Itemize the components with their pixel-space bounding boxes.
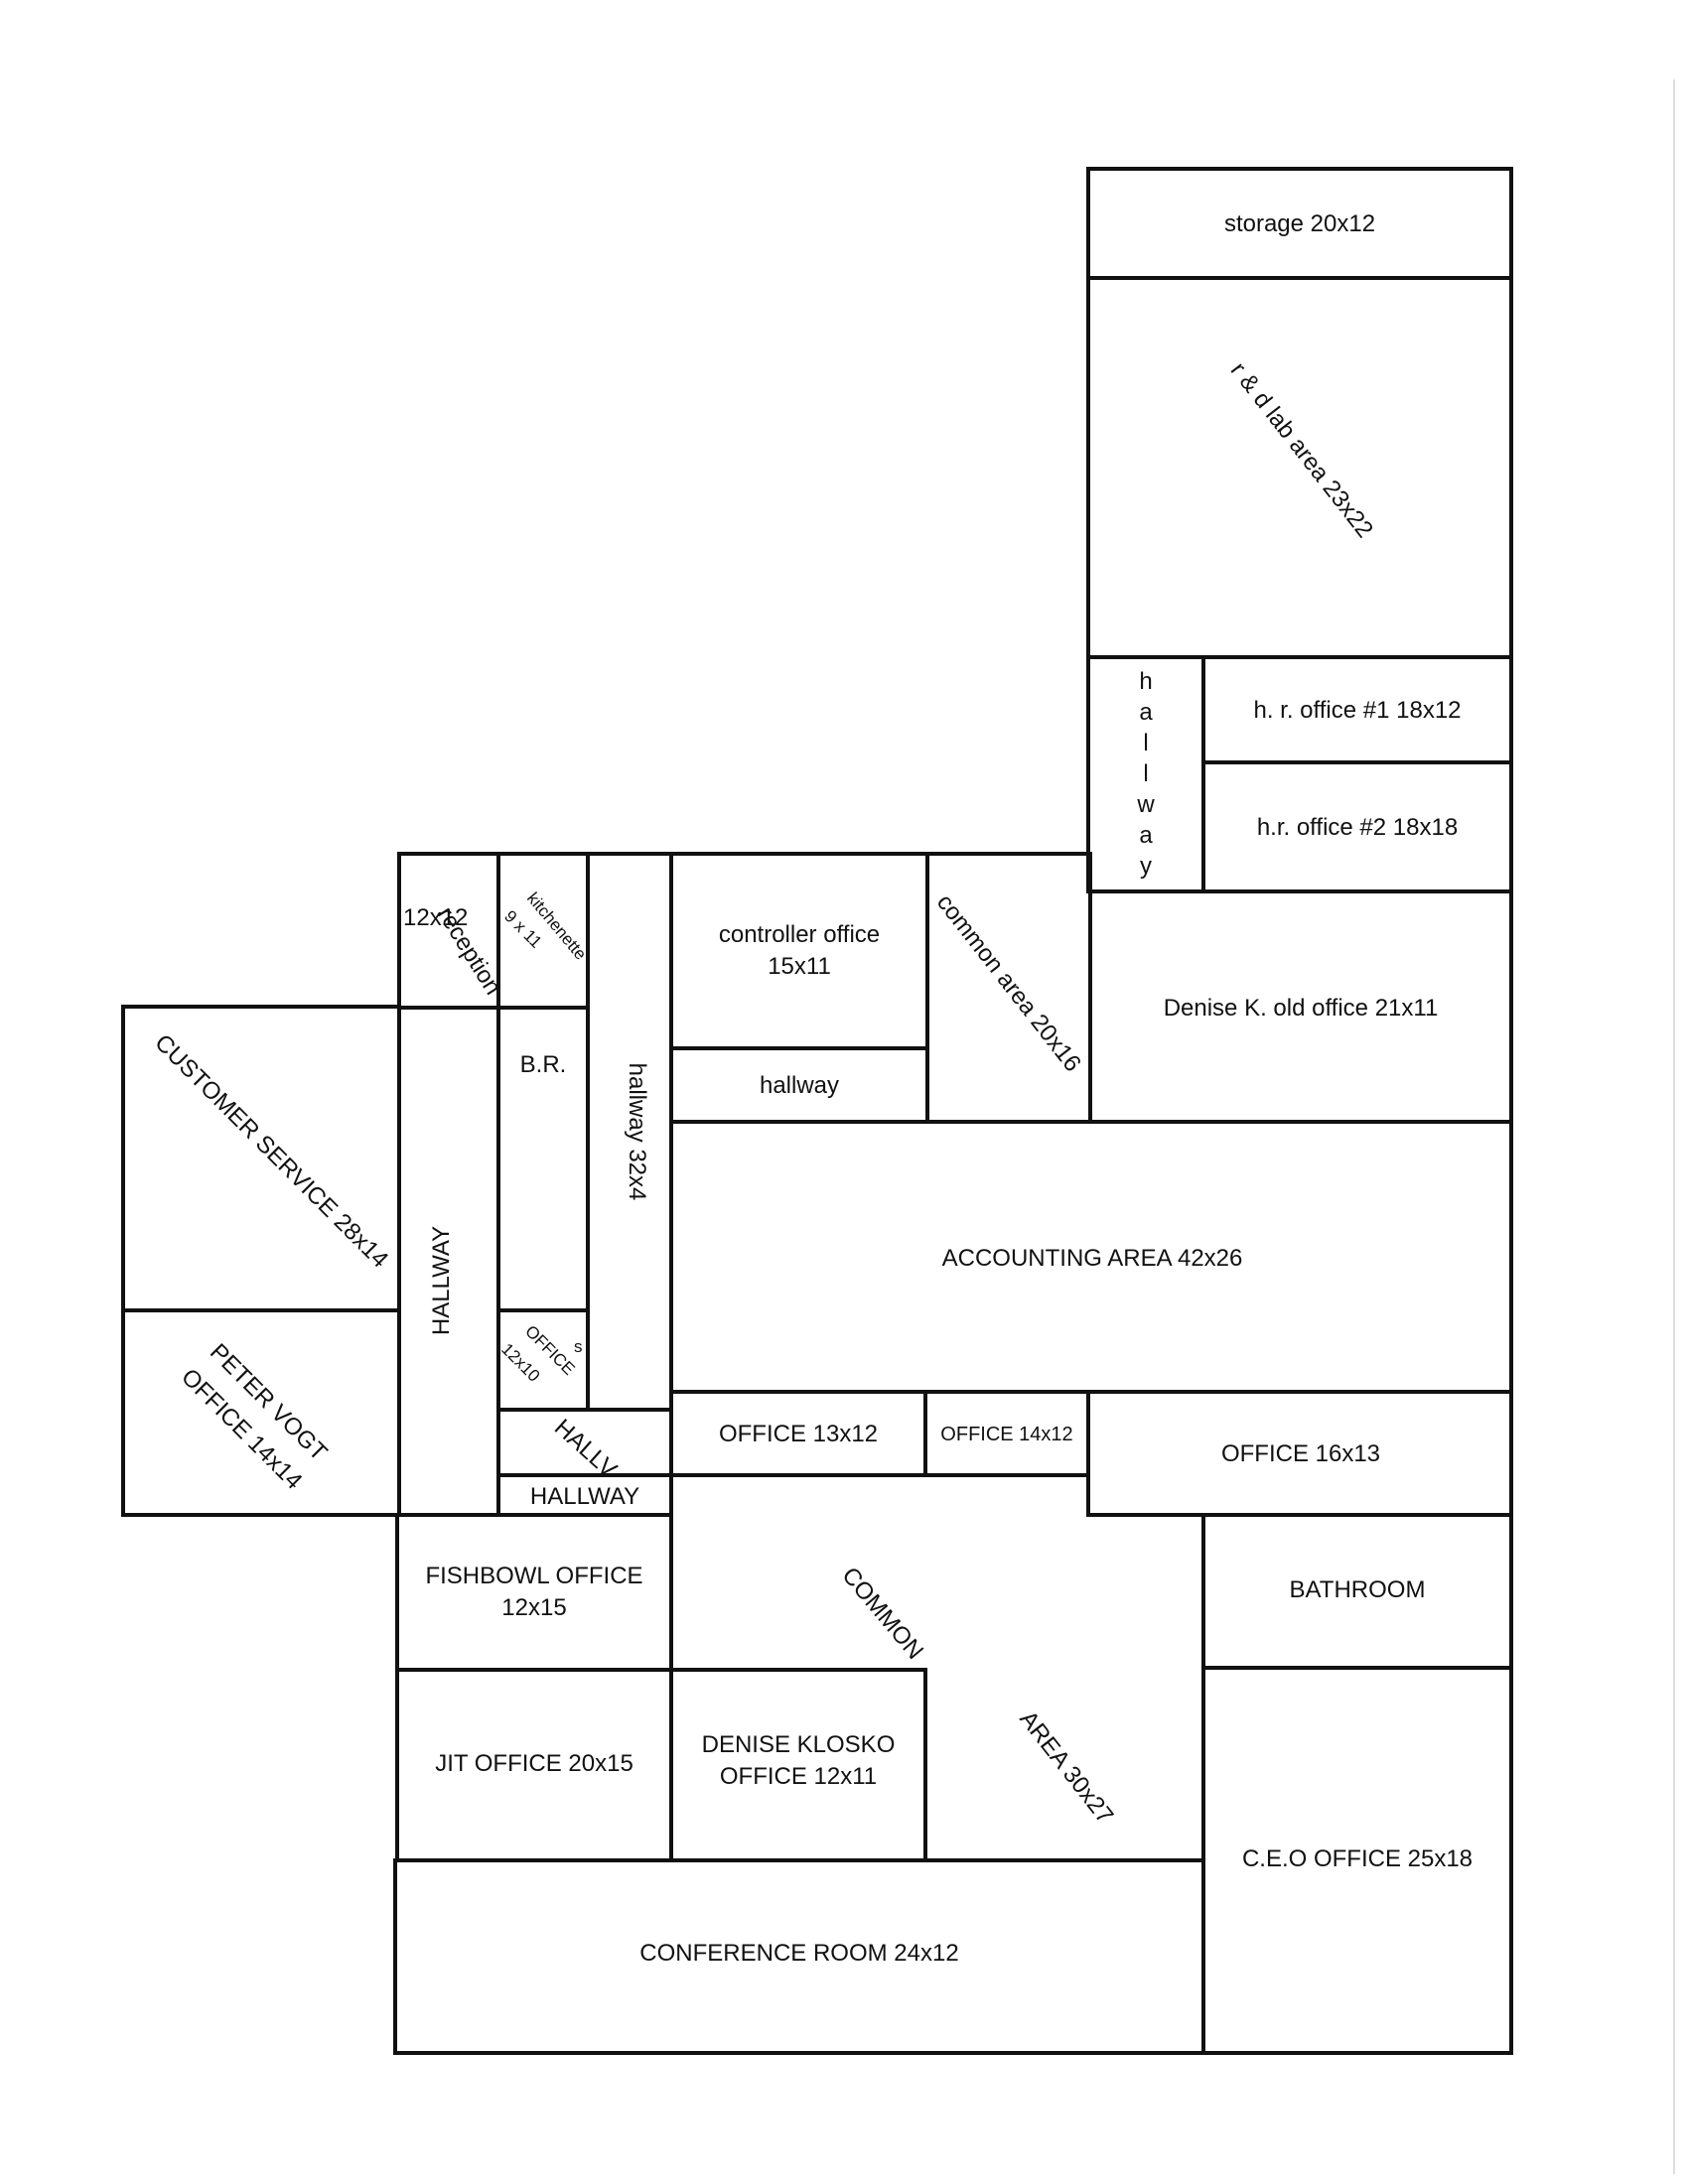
controller-office-room (669, 852, 929, 1050)
denise-klosko-label-line1: DENISE KLOSKO (702, 1731, 896, 1758)
hallway-32x4-label: hallway 32x4 (624, 1063, 650, 1201)
common-area-small-label: common area 20x16 (931, 889, 1086, 1077)
office-12x10-s-label: s (574, 1337, 583, 1356)
customer-service-label: CUSTOMER SERVICE 28x14 (149, 1029, 393, 1274)
storage-label: storage 20x12 (1224, 210, 1375, 237)
hallway-lower-label: HALLWAY (530, 1483, 639, 1510)
common-area-label-word2: AREA 30x27 (1014, 1706, 1118, 1829)
denise-old-office-label: Denise K. old office 21x11 (1164, 995, 1439, 1022)
conference-room (393, 1858, 1205, 2055)
hr-office-1-label: h. r. office #1 18x12 (1253, 697, 1461, 724)
hallway-diagonal-label: HALLV (549, 1414, 622, 1483)
hallway-small-label: hallway (760, 1072, 839, 1099)
common-area-label-word1: COMMON (836, 1563, 928, 1665)
hallway-diagonal-clip: HALLV (549, 1414, 622, 1483)
conference-room-label: CONFERENCE ROOM 24x12 (639, 1940, 958, 1967)
hallway-east-letter-6: a (1139, 822, 1153, 849)
ceo-office-label: C.E.O OFFICE 25x18 (1242, 1845, 1473, 1872)
fishbowl-label-line1: FISHBOWL OFFICE (425, 1563, 642, 1589)
controller-office-label-line1: controller office (719, 921, 880, 948)
office-13x12-label: OFFICE 13x12 (719, 1421, 878, 1447)
br-label: B.R. (520, 1051, 567, 1078)
hallway-east-letter-5: w (1136, 791, 1155, 818)
reception-size-label: 12x12 (403, 904, 468, 931)
denise-klosko-label-line2: OFFICE 12x11 (720, 1763, 877, 1790)
hallway-east-letter-4: l (1143, 760, 1148, 787)
office-14x12-label: OFFICE 14x12 (940, 1424, 1072, 1445)
hallway-east-letter-3: l (1143, 730, 1148, 756)
hr-office-2-label: h.r. office #2 18x18 (1257, 814, 1458, 841)
hallway-east-letter-1: h (1139, 668, 1152, 695)
fishbowl-label-line2: 12x15 (501, 1594, 566, 1621)
controller-office-label-line2: 15x11 (768, 953, 831, 980)
bathroom-label: BATHROOM (1290, 1576, 1426, 1603)
office-16x13-label: OFFICE 16x13 (1221, 1440, 1380, 1467)
accounting-area-label: ACCOUNTING AREA 42x26 (942, 1245, 1243, 1272)
rd-lab-label: r & d lab area 23x22 (1225, 357, 1378, 543)
jit-office-label: JIT OFFICE 20x15 (435, 1750, 633, 1777)
hallway-east-letter-2: a (1139, 699, 1153, 726)
hallway-main-label: HALLWAY (428, 1226, 455, 1335)
fishbowl-office-room (395, 1513, 673, 1672)
hallway-east-letter-7: y (1140, 853, 1152, 880)
